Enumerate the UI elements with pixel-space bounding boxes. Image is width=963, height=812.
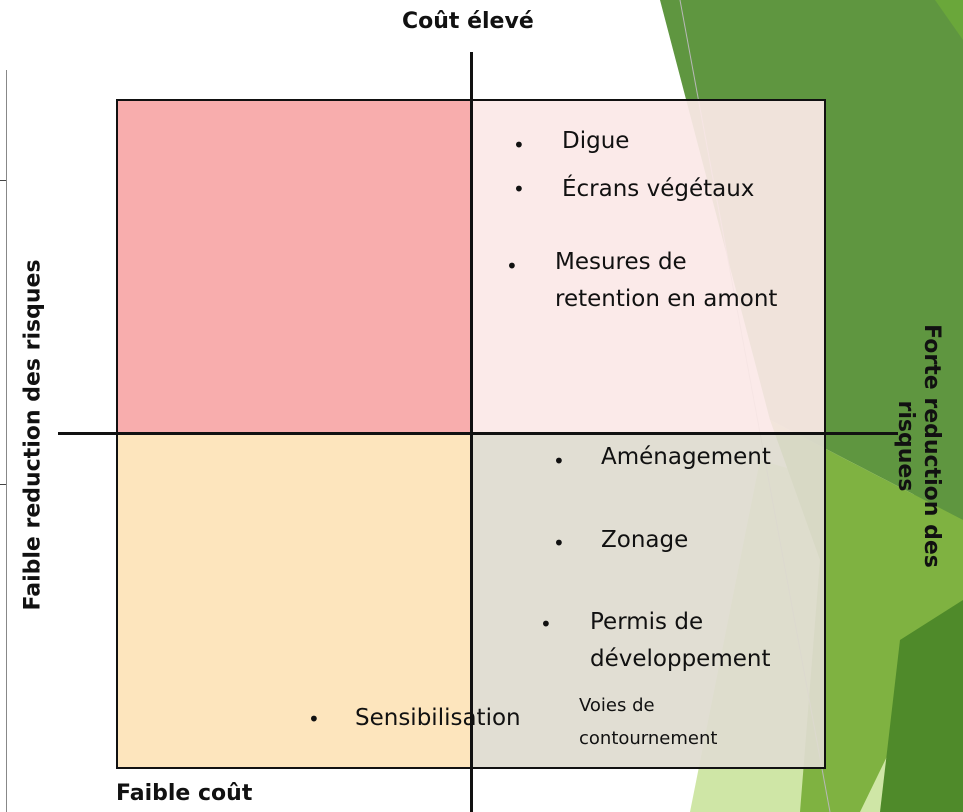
quadrant-top-left (116, 99, 472, 434)
item-ecrans-vegetaux: Écrans végétaux (562, 176, 755, 202)
edge-tick (0, 180, 6, 181)
bullet: • (540, 612, 552, 636)
green-shape-dark (880, 600, 963, 812)
bullet: • (553, 449, 565, 473)
item-mesures-line1: Mesures de (555, 249, 687, 275)
horizontal-axis (58, 432, 898, 435)
axis-label-left: Faible reduction des risques (20, 259, 46, 611)
item-amenagement: Aménagement (601, 444, 771, 470)
item-zonage: Zonage (601, 527, 689, 553)
item-voies-line2: contournement (579, 728, 718, 749)
bullet: • (308, 707, 320, 731)
bullet: • (506, 254, 518, 278)
axis-label-top: Coût élevé (402, 9, 534, 34)
axis-label-right-text: Forte reduction des risques (893, 324, 944, 568)
item-permis-line2: développement (590, 646, 771, 672)
item-mesures-line2: retention en amont (555, 286, 778, 312)
bullet: • (553, 531, 565, 555)
quadrant-top-right (472, 99, 826, 434)
item-voies-line1: Voies de (579, 695, 655, 716)
bullet: • (513, 177, 525, 201)
quadrant-bottom-right (472, 434, 826, 769)
item-digue: Digue (562, 128, 630, 154)
axis-label-right: Forte reduction des risques (892, 321, 944, 571)
edge-line (6, 70, 7, 812)
bullet: • (513, 133, 525, 157)
item-sensibilisation: Sensibilisation (355, 705, 521, 731)
item-permis-line1: Permis de (590, 609, 704, 635)
quadrant-bottom-left (116, 434, 472, 769)
edge-tick (0, 484, 6, 485)
axis-label-bottom: Faible coût (116, 781, 253, 806)
